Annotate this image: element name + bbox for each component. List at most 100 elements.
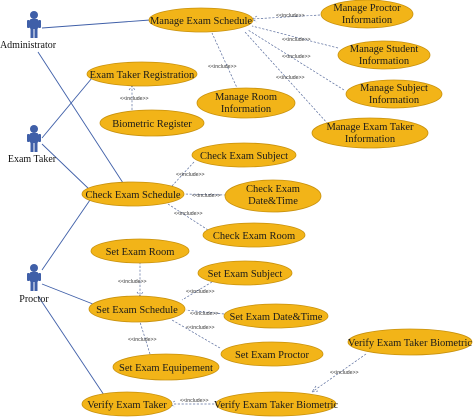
actor-head: [30, 125, 38, 133]
actor-leg: [30, 29, 34, 38]
include-label: <<include>>: [208, 64, 237, 70]
actor-arm: [27, 273, 30, 281]
include-label: <<include>>: [276, 75, 305, 81]
use-case-verify-exam-taker-biometric[interactable]: Verify Exam Taker Biometric: [214, 391, 338, 417]
use-case-label: Date&Time: [248, 196, 298, 207]
include-label: <<include>>: [174, 211, 203, 217]
actor-head: [30, 11, 38, 19]
use-case-set-exam-equipement[interactable]: Set Exam Equipement: [112, 353, 220, 381]
use-case-label: Set Exam Room: [106, 247, 175, 258]
associations: [37, 19, 151, 399]
svg-text:Check Exam Subject: Check Exam Subject: [200, 151, 288, 162]
svg-text:Information: Information: [369, 95, 420, 106]
use-case-label: Biometric Register: [112, 119, 192, 130]
include-label: <<include>>: [128, 337, 157, 343]
svg-text:Set Exam Schedule: Set Exam Schedule: [96, 305, 178, 316]
use-case-label: Set Exam Schedule: [96, 305, 178, 316]
include-label: <<include>>: [186, 289, 215, 295]
use-case-label: Exam Taker Registration: [90, 70, 195, 81]
actor-leg: [34, 143, 38, 152]
actor-label-proctor: Proctor: [19, 294, 49, 305]
use-case-label: Verify Exam Taker: [87, 400, 167, 411]
use-case-manage-subject-information[interactable]: Manage Subject Information: [345, 79, 443, 109]
actor-body: [30, 19, 38, 29]
use-case-label: Manage Subject: [360, 83, 428, 94]
include-label: <<include>>: [276, 13, 305, 19]
actor-leg: [34, 282, 38, 291]
use-case-verify-exam-taker[interactable]: Verify Exam Taker: [81, 391, 173, 417]
use-case-label: Set Exam Equipement: [119, 363, 213, 374]
use-case-check-exam-subject[interactable]: Check Exam Subject: [191, 142, 297, 168]
use-case-label: Check Exam Schedule: [85, 190, 180, 201]
use-case-manage-proctor-information[interactable]: Manage Proctor Information: [320, 0, 414, 29]
svg-text:Verify Exam Taker Biometric: Verify Exam Taker Biometric: [348, 338, 472, 349]
actor-body: [30, 272, 38, 282]
svg-text:Exam Taker Registration: Exam Taker Registration: [90, 70, 195, 81]
actor-arm: [38, 273, 41, 281]
use-case-exam-taker-registration[interactable]: Exam Taker Registration: [86, 61, 198, 87]
use-case-label: Information: [342, 15, 393, 26]
use-case-check-exam-schedule[interactable]: Check Exam Schedule: [81, 181, 185, 207]
use-case-label: Check Exam Room: [213, 231, 295, 242]
svg-text:Check Exam: Check Exam: [246, 184, 300, 195]
use-case-label: Information: [369, 95, 420, 106]
use-case-label: Information: [221, 104, 272, 115]
use-case-label: Manage Proctor: [333, 3, 401, 14]
svg-text:Manage Subject: Manage Subject: [360, 83, 428, 94]
include-label: <<include>>: [118, 279, 147, 285]
svg-text:Manage Exam Taker: Manage Exam Taker: [326, 122, 414, 133]
actor-label-administrator: Administrator: [0, 40, 57, 51]
svg-text:Information: Information: [345, 134, 396, 145]
svg-text:Verify Exam Taker Biometric: Verify Exam Taker Biometric: [214, 400, 338, 411]
use-case-check-exam-room[interactable]: Check Exam Room: [202, 222, 306, 248]
svg-text:Set Exam Equipement: Set Exam Equipement: [119, 363, 213, 374]
use-case-set-exam-schedule[interactable]: Set Exam Schedule: [88, 295, 186, 323]
use-case-set-exam-room[interactable]: Set Exam Room: [90, 238, 190, 264]
include-label: <<include>>: [180, 398, 209, 404]
use-case-manage-exam-schedule[interactable]: Manage Exam Schedule: [148, 7, 254, 33]
actor-leg: [30, 143, 34, 152]
svg-text:Manage Room: Manage Room: [215, 92, 277, 103]
actor-proctor: Proctor: [19, 264, 49, 305]
svg-text:Set Exam Room: Set Exam Room: [106, 247, 175, 258]
actor-arm: [38, 20, 41, 28]
use-case-check-exam-date-time[interactable]: Check Exam Date&Time: [224, 179, 322, 213]
use-case-manage-exam-taker-information[interactable]: Manage Exam Taker Information: [311, 117, 429, 149]
use-case-set-exam-subject[interactable]: Set Exam Subject: [197, 260, 293, 286]
use-case-label: Manage Exam Taker: [326, 122, 414, 133]
include-label: <<include>>: [282, 54, 311, 60]
use-case-verify-exam-taker-biometric-right[interactable]: Verify Exam Taker Biometric: [347, 328, 472, 356]
use-case-set-exam-date-time[interactable]: Set Exam Date&Time: [223, 303, 329, 329]
use-case-label: Manage Exam Schedule: [150, 16, 252, 27]
actor-administrator: Administrator: [0, 11, 57, 51]
include-label: <<include>>: [282, 37, 311, 43]
use-case-label: Set Exam Proctor: [235, 350, 310, 361]
use-case-label: Manage Room: [215, 92, 277, 103]
svg-text:Information: Information: [359, 56, 410, 67]
include-label: <<include>>: [176, 172, 205, 178]
actor-arm: [38, 134, 41, 142]
actor-arm: [27, 134, 30, 142]
svg-text:Manage Student: Manage Student: [350, 44, 419, 55]
use-case-biometric-register[interactable]: Biometric Register: [99, 109, 205, 137]
include-labels: <<include>> <<include>> <<include>> <<in…: [118, 13, 359, 404]
use-cases: Manage Exam Schedule Manage Proctor Info…: [81, 0, 472, 417]
svg-text:Set Exam Date&Time: Set Exam Date&Time: [230, 312, 323, 323]
use-case-set-exam-proctor[interactable]: Set Exam Proctor: [220, 341, 324, 367]
include-label: <<include>>: [330, 370, 359, 376]
svg-text:Check Exam Schedule: Check Exam Schedule: [85, 190, 180, 201]
svg-text:Date&Time: Date&Time: [248, 196, 298, 207]
use-case-label: Verify Exam Taker Biometric: [348, 338, 472, 349]
use-case-manage-student-information[interactable]: Manage Student Information: [337, 40, 431, 70]
actor-leg: [34, 29, 38, 38]
actor-head: [30, 264, 38, 272]
use-case-manage-room-information[interactable]: Manage Room Information: [196, 87, 296, 119]
include-label: <<include>>: [120, 96, 149, 102]
actor-exam-taker: Exam Taker: [8, 125, 57, 165]
use-case-label: Check Exam: [246, 184, 300, 195]
svg-text:Information: Information: [221, 104, 272, 115]
actor-leg: [30, 282, 34, 291]
svg-text:Manage Proctor: Manage Proctor: [333, 3, 401, 14]
